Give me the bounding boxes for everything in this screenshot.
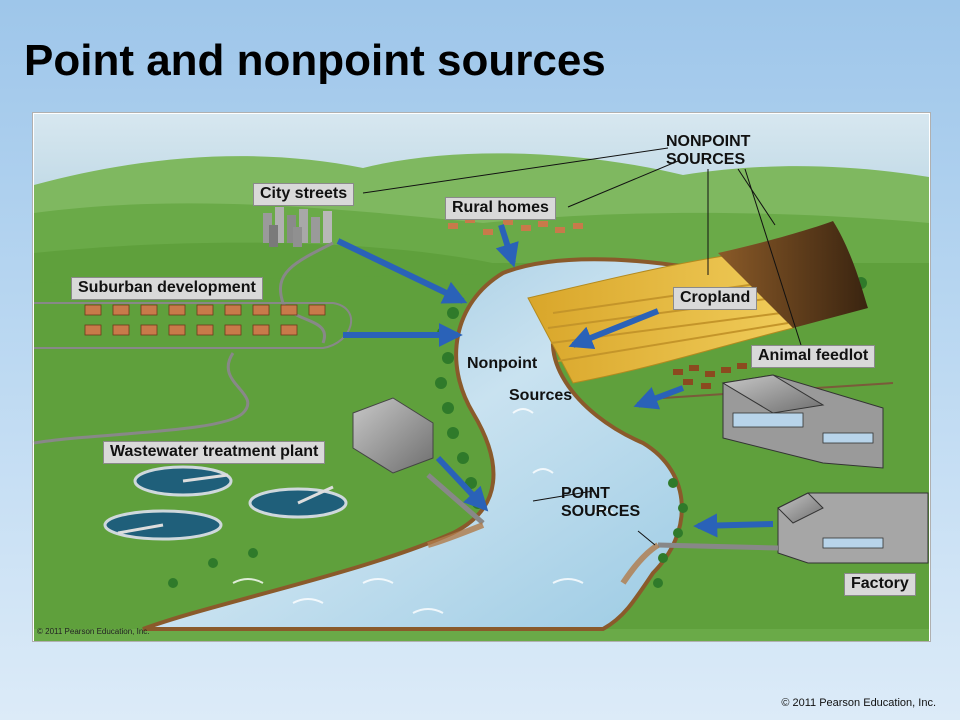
slide-copyright: © 2011 Pearson Education, Inc. (781, 697, 936, 709)
nonpoint-sources-header-line2: SOURCES (666, 151, 746, 168)
factory-label: Factory (844, 573, 916, 596)
rural-houses (448, 217, 583, 235)
nonpoint-sources-header-line1: NONPOINT (666, 133, 751, 150)
slide-title: Point and nonpoint sources (24, 36, 606, 85)
cropland-runoff-arrow (568, 308, 660, 350)
feedlot-cattle (673, 363, 747, 389)
landscape-illustration (33, 114, 929, 641)
city-streets-label: City streets (253, 183, 355, 206)
suburban-road (34, 302, 353, 349)
point-sources-line1: POINT (561, 485, 610, 502)
figure-copyright: © 2011 Pearson Education, Inc. (37, 627, 150, 636)
city-buildings (263, 207, 332, 247)
pollution-diagram: NONPOINT SOURCES City streets Rural home… (32, 112, 931, 642)
wastewater-plant (103, 397, 485, 541)
nonpoint-sources-river-line2: Sources (509, 387, 573, 404)
leader-lines (362, 147, 802, 546)
wastewater-treatment-plant-label: Wastewater treatment plant (103, 441, 326, 464)
suburban-houses (84, 304, 326, 336)
wastewater-discharge-arrow (435, 455, 489, 512)
factory-building (657, 492, 929, 564)
runoff-arrows (336, 224, 774, 538)
suburban-development-label: Suburban development (71, 277, 263, 300)
animal-feedlot-label: Animal feedlot (751, 345, 876, 368)
point-sources-line2: SOURCES (561, 503, 641, 520)
feedlot-barn (721, 374, 884, 469)
nonpoint-sources-river-line1: Nonpoint (467, 355, 538, 372)
tilled-soil (718, 221, 868, 328)
factory-discharge-arrow (693, 513, 774, 538)
cropland-field (527, 252, 794, 384)
city-runoff-arrow (336, 238, 468, 304)
feedlot-runoff-arrow (633, 385, 685, 410)
rural-runoff-arrow (495, 224, 519, 268)
rural-homes-label: Rural homes (445, 197, 556, 220)
cropland-label: Cropland (673, 287, 758, 310)
